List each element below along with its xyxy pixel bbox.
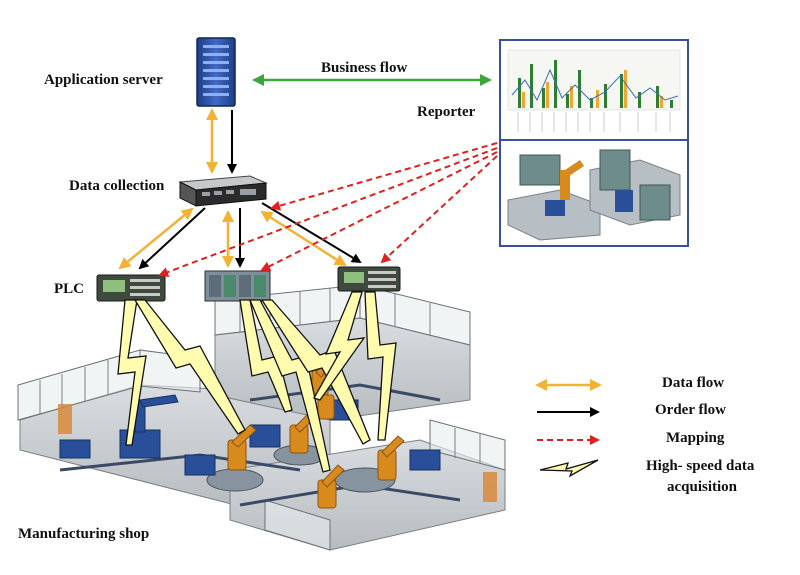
plc-module-icon <box>204 270 271 302</box>
reporter-label: Reporter <box>417 104 476 120</box>
lightning-icon <box>539 459 599 478</box>
order-flow-arrow <box>261 202 362 264</box>
reporter-panel <box>499 39 689 247</box>
plc-module-icon <box>337 266 401 292</box>
legend-order-flow-label: Order flow <box>655 402 726 418</box>
mapping-arrow <box>270 142 498 211</box>
plc-module-icon <box>96 274 166 302</box>
data-flow-arrow <box>260 210 347 267</box>
legend <box>535 379 602 478</box>
data-flow-arrow <box>118 207 194 270</box>
bar-chart-report-icon <box>507 49 681 132</box>
cell-3d-view <box>507 149 681 241</box>
high-speed-links <box>117 291 397 473</box>
manufacturing-shop-label: Manufacturing shop <box>18 526 150 542</box>
data-collection-label: Data collection <box>69 178 165 194</box>
data-collector-icon <box>178 175 268 207</box>
mapping-arrow <box>158 147 498 277</box>
rack-server-icon <box>196 37 236 107</box>
mapping-arrow <box>380 155 498 264</box>
plc-label: PLC <box>54 281 84 297</box>
mapping-arrow <box>260 151 498 271</box>
application-server-label: Application server <box>44 72 163 88</box>
legend-mapping-label: Mapping <box>666 430 725 446</box>
legend-data-flow-label: Data flow <box>662 375 725 391</box>
legend-high-speed-label-line2: acquisition <box>667 479 738 495</box>
order-flow-arrow <box>138 207 206 270</box>
business-flow-label: Business flow <box>321 60 408 76</box>
legend-high-speed-label-line1: High- speed data <box>646 458 755 474</box>
